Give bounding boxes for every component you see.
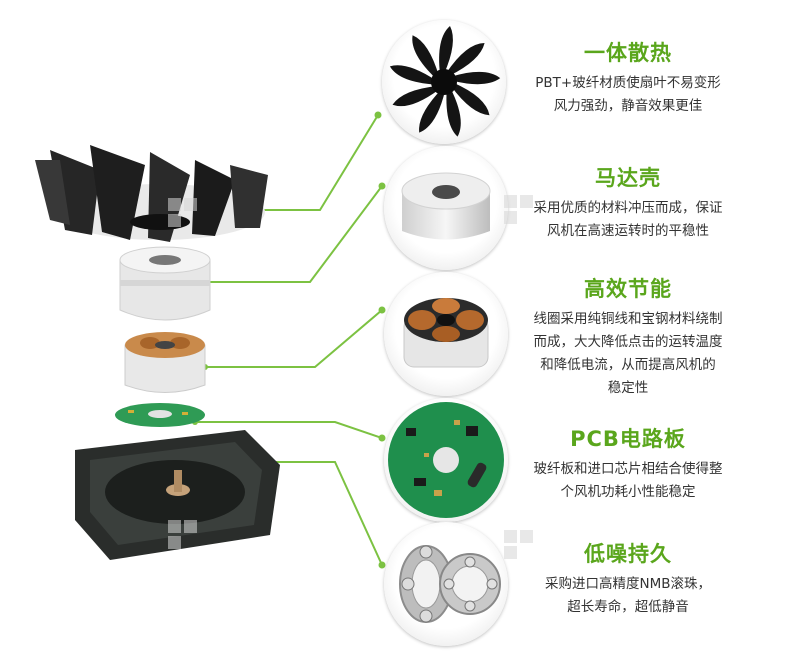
- feature-cooling: 一体散热 PBT+玻纤材质使扇叶不易变形 风力强劲，静音效果更佳: [508, 40, 748, 118]
- feature-desc: 采用优质的材料冲压而成，保证 风机在高速运转时的平稳性: [533, 200, 723, 239]
- feature-desc: 玻纤板和进口芯片相结合使得整 个风机功耗小性能稳定: [533, 461, 723, 500]
- exploded-fan-illustration: [35, 145, 280, 560]
- feature-desc: 采购进口高精度NMB滚珠， 超长寿命，超低静音: [544, 576, 711, 615]
- ball-bearing-icon: [399, 545, 501, 623]
- stator-part: [124, 332, 206, 393]
- feature-low-noise: 低噪持久 采购进口高精度NMB滚珠， 超长寿命，超低静音: [508, 541, 748, 619]
- pcb-part: [115, 403, 205, 427]
- feature-energy-saving: 高效节能 线圈采用纯铜线和宝钢材料绕制 而成，大大降低点击的运转温度 和降低电流…: [508, 276, 748, 400]
- motor-housing-icon: [401, 172, 491, 240]
- watermark-logo: [168, 198, 198, 228]
- fan-blade-image: [382, 20, 506, 144]
- watermark-logo: [504, 195, 534, 225]
- feature-title: 高效节能: [584, 277, 672, 301]
- stator-coil-image: [384, 272, 508, 396]
- connector-stator: [205, 309, 383, 368]
- pcb-board-image: [384, 398, 508, 522]
- impeller-part: [35, 145, 268, 242]
- watermark-logo: [504, 530, 534, 560]
- pcb-board-icon: [388, 402, 504, 518]
- feature-motor-housing: 马达壳 采用优质的材料冲压而成，保证 风机在高速运转时的平稳性: [508, 165, 748, 243]
- feature-title: 马达壳: [595, 166, 661, 190]
- fan-blade-icon: [389, 26, 501, 137]
- stator-coil-icon: [403, 298, 489, 368]
- feature-desc: 线圈采用纯铜线和宝钢材料绕制 而成，大大降低点击的运转温度 和降低电流，从而提高…: [533, 311, 723, 396]
- feature-pcb: PCB电路板 玻纤板和进口芯片相结合使得整 个风机功耗小性能稳定: [508, 426, 748, 504]
- motor-housing-image: [384, 146, 508, 270]
- watermark-logo: [168, 520, 198, 550]
- fan-frame-part: [75, 430, 280, 560]
- motor-housing-part: [119, 246, 211, 321]
- ball-bearing-image: [384, 522, 508, 646]
- feature-desc: PBT+玻纤材质使扇叶不易变形 风力强劲，静音效果更佳: [535, 75, 721, 114]
- connector-pcb: [195, 421, 383, 439]
- feature-title: 一体散热: [584, 41, 672, 65]
- connector-housing: [205, 185, 383, 283]
- feature-title: PCB电路板: [570, 427, 686, 451]
- feature-title: 低噪持久: [584, 542, 672, 566]
